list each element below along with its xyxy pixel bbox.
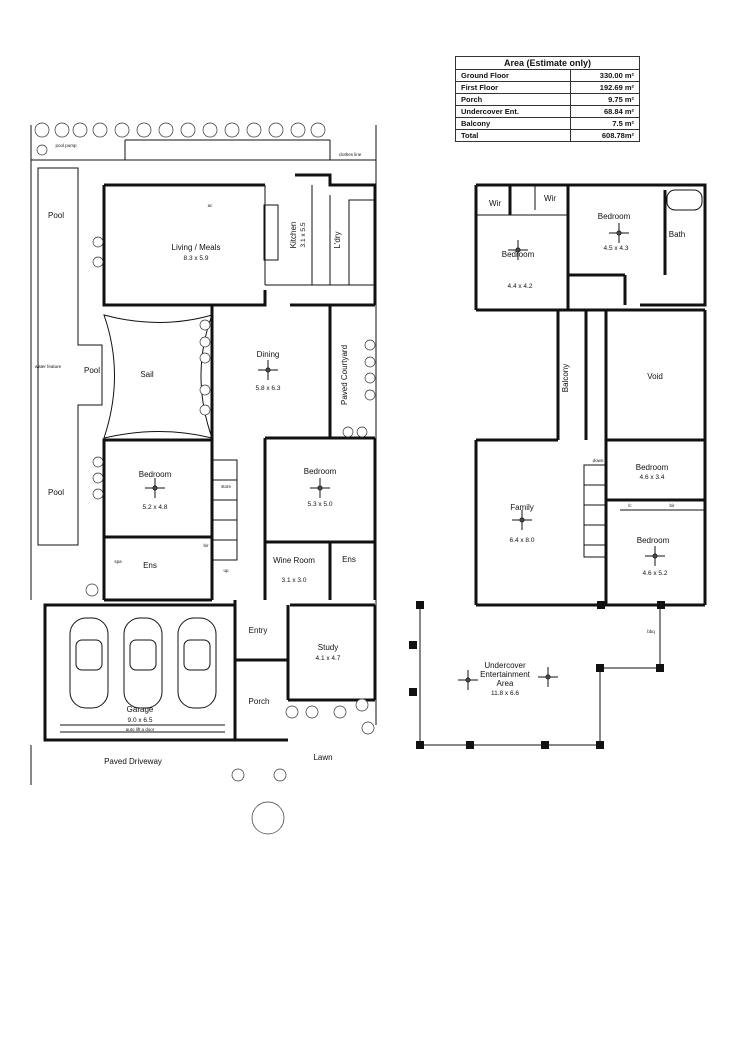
first-floor-plan: Wir Wir Bedroom 4.4 x 4.2 Bedroom 4.5 x … — [409, 183, 707, 749]
clothes-line-label: clothes line — [339, 152, 362, 157]
bedroom-b-dim: 4.5 x 4.3 — [604, 245, 629, 252]
bath-label: Bath — [669, 230, 685, 239]
garage-label: Garage — [127, 705, 154, 714]
sail-label: Sail — [140, 370, 154, 379]
up-label: up — [223, 568, 229, 573]
lawn-label: Lawn — [313, 753, 332, 762]
pool-label-top: Pool — [48, 211, 64, 220]
pool-pump-label: pool pump — [55, 143, 77, 148]
garage-dim: 9.0 x 6.5 — [128, 717, 153, 724]
lc-label: lc — [628, 503, 632, 508]
bedroom2-label: Bedroom — [304, 467, 337, 476]
living-label: Living / Meals — [172, 243, 221, 252]
ground-floor-plan: Pool Pool Pool water feature pool pump c… — [30, 122, 377, 835]
undercover-line1: Undercover — [484, 661, 526, 670]
balcony-label: Balcony — [561, 364, 570, 392]
paved-courtyard-label: Paved Courtyard — [340, 345, 349, 405]
ac-label: ac — [208, 203, 214, 208]
bedroom-c-dim: 4.6 x 3.4 — [640, 474, 665, 481]
bedroom-c-label: Bedroom — [636, 463, 669, 472]
dining-label: Dining — [257, 350, 280, 359]
ceiling-fan-icon — [458, 223, 665, 690]
bedroom1-label: Bedroom — [139, 470, 172, 479]
entry-label: Entry — [249, 626, 268, 635]
living-dim: 8.3 x 5.9 — [184, 255, 209, 262]
dining-dim: 5.8 x 6.3 — [256, 385, 281, 392]
porch-label: Porch — [249, 697, 270, 706]
paved-label: Paved Driveway — [104, 757, 162, 766]
wir2-label: Wir — [544, 194, 556, 203]
bedroom-d-dim: 4.6 x 5.2 — [643, 570, 668, 577]
ens2-label: Ens — [342, 555, 356, 564]
area-row-undercover: Undercover Ent.68.84 m² — [455, 105, 640, 118]
family-dim: 6.4 x 8.0 — [510, 537, 535, 544]
study-label: Study — [318, 643, 338, 652]
garage-door-label: auto lift a door — [126, 727, 155, 732]
pool: Pool Pool Pool water feature pool pump c… — [35, 143, 362, 546]
kitchen-dim: 3.1 x 5.5 — [300, 222, 307, 247]
bedroom-a-dim: 4.4 x 4.2 — [508, 283, 533, 290]
kitchen-label: Kitchen — [289, 222, 298, 249]
wir1-label: Wir — [489, 199, 501, 208]
undercover-line2: Entertainment — [480, 670, 531, 679]
bedroom2-dim: 5.3 x 5.0 — [308, 501, 333, 508]
spa-label: spa — [114, 559, 122, 564]
ens1-label: Ens — [143, 561, 157, 570]
undercover-line3: Area — [497, 679, 514, 688]
wine-room-label: Wine Room — [273, 556, 315, 565]
tree-row-top — [34, 122, 326, 156]
down-label: down — [593, 458, 604, 463]
tree-icon-large — [251, 801, 285, 835]
tree-icon — [231, 768, 245, 782]
bedroom-b-label: Bedroom — [598, 212, 631, 221]
car-icon-3 — [177, 617, 217, 709]
ceiling-fan-icon — [145, 360, 330, 498]
void-label: Void — [647, 372, 663, 381]
bedroom1-dim: 5.2 x 4.8 — [143, 504, 168, 511]
bir-label-ff: bir — [669, 503, 675, 508]
store-label: store — [221, 484, 232, 489]
car-icon-1 — [69, 617, 109, 709]
bbq-label: bbq — [647, 629, 655, 634]
water-feature-label: water feature — [35, 364, 62, 369]
study-dim: 4.1 x 4.7 — [316, 655, 341, 662]
family-label: Family — [510, 503, 534, 512]
car-icon-2 — [123, 617, 163, 709]
undercover-dim: 11.8 x 6.6 — [491, 690, 519, 697]
bedroom-d-label: Bedroom — [637, 536, 670, 545]
pool-label-bottom: Pool — [48, 488, 64, 497]
bir-label: bir — [203, 543, 209, 548]
tree-icon — [273, 768, 287, 782]
wine-room-dim: 3.1 x 3.0 — [282, 577, 307, 584]
bedroom-a-label: Bedroom — [502, 250, 535, 259]
laundry-label: L'dry — [333, 231, 342, 248]
pool-label-mid: Pool — [84, 366, 100, 375]
